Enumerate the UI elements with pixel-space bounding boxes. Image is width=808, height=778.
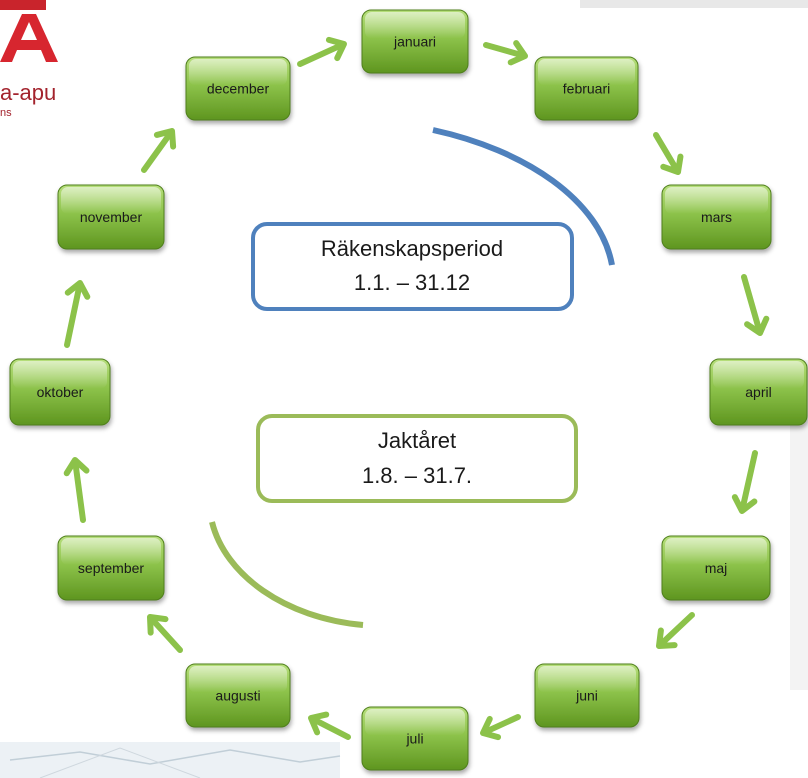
arrow-head xyxy=(147,614,169,636)
hunting-year-box: Jaktåret 1.8. – 31.7. xyxy=(256,414,578,503)
month-box-gloss xyxy=(189,59,287,86)
arrow-head xyxy=(480,715,502,741)
organization-logo: a-apu ns xyxy=(0,0,58,119)
month-box-gloss xyxy=(365,709,465,736)
month-label-december: december xyxy=(207,81,270,97)
arrow-head xyxy=(153,128,177,150)
arrow-shaft xyxy=(72,458,86,523)
arrow-head xyxy=(64,280,91,300)
arrow-shaft xyxy=(297,41,346,67)
arrow-shaft xyxy=(653,132,680,174)
month-box-gloss xyxy=(61,538,161,565)
arrow-shaft xyxy=(741,274,763,335)
month-label-juni: juni xyxy=(575,688,598,704)
month-box-gloss xyxy=(13,361,107,389)
hunting-year-arc xyxy=(209,521,364,628)
month-box-januari: januari xyxy=(361,9,469,74)
arrow-maj-to-juni xyxy=(656,612,695,649)
month-box-gloss xyxy=(365,12,465,39)
month-box-gloss xyxy=(665,538,767,565)
arrow-november-to-december xyxy=(141,128,177,173)
month-box-gloss xyxy=(713,361,804,389)
month-label-januari: januari xyxy=(393,34,436,50)
fiscal-period-dates: 1.1. – 31.12 xyxy=(354,270,470,295)
fiscal-period-title: Räkenskapsperiod xyxy=(321,236,503,261)
arrow-shaft xyxy=(148,615,183,653)
arrow-februari-to-mars xyxy=(653,132,684,175)
month-label-juli: juli xyxy=(405,731,423,747)
arrow-september-to-oktober xyxy=(63,457,90,523)
logo-subtext: ns xyxy=(0,107,12,119)
month-box-juli: juli xyxy=(361,706,469,771)
month-box-november: november xyxy=(57,184,165,250)
arrow-shaft xyxy=(483,42,527,59)
bottom-left-map-image xyxy=(0,742,341,778)
month-box-gloss xyxy=(665,187,768,214)
arrow-head xyxy=(507,40,528,66)
arrow-mars-to-april xyxy=(741,274,770,336)
logo-letter-mark xyxy=(0,14,58,62)
month-label-september: september xyxy=(78,560,144,576)
arrow-head xyxy=(744,315,770,336)
hunting-year-title: Jaktåret xyxy=(378,428,456,453)
arrow-head xyxy=(656,627,678,649)
hunting-year-dates: 1.8. – 31.7. xyxy=(362,463,472,488)
month-box-maj: maj xyxy=(661,535,771,601)
arrow-head xyxy=(660,153,684,175)
month-box-gloss xyxy=(189,666,287,693)
month-box-september: september xyxy=(57,535,165,601)
top-right-decoration xyxy=(580,0,808,8)
arrow-april-to-maj xyxy=(731,450,758,514)
month-label-november: november xyxy=(80,209,143,225)
arrow-shaft xyxy=(739,450,758,513)
month-label-februari: februari xyxy=(563,81,610,97)
arrow-shaft xyxy=(481,714,521,736)
month-box-gloss xyxy=(61,187,161,214)
arrow-head xyxy=(308,711,330,736)
arrow-head xyxy=(63,457,90,477)
month-box-december: december xyxy=(185,56,291,121)
arrow-januari-to-februari xyxy=(483,40,528,66)
logo-text: a-apu xyxy=(0,80,56,105)
arrow-juni-to-juli xyxy=(480,714,521,741)
logo-top-bar xyxy=(0,0,46,10)
month-box-juni: juni xyxy=(534,663,640,728)
month-box-april: april xyxy=(709,358,808,426)
month-box-augusti: augusti xyxy=(185,663,291,728)
arrow-shaft xyxy=(64,281,83,348)
month-box-mars: mars xyxy=(661,184,772,250)
month-label-augusti: augusti xyxy=(215,688,260,704)
month-box-gloss xyxy=(538,666,636,693)
arrow-shaft xyxy=(657,612,695,648)
month-label-oktober: oktober xyxy=(37,384,84,400)
arrow-december-to-januari xyxy=(297,36,347,67)
arrow-shaft xyxy=(309,715,351,740)
arrow-shaft xyxy=(141,129,174,173)
month-label-mars: mars xyxy=(701,209,732,225)
arrows-group xyxy=(63,36,770,741)
month-box-gloss xyxy=(538,59,635,86)
month-label-maj: maj xyxy=(705,560,728,576)
right-edge-decoration xyxy=(790,360,808,690)
fiscal-period-arc xyxy=(432,127,615,266)
arrow-head xyxy=(325,36,347,62)
month-boxes-group: januari februari mars april maj juni juli augus… xyxy=(9,9,808,771)
month-box-februari: februari xyxy=(534,56,639,121)
month-box-oktober: oktober xyxy=(9,358,111,426)
arrow-oktober-to-november xyxy=(64,280,91,348)
arrow-juli-to-augusti xyxy=(308,711,351,740)
arrow-augusti-to-september xyxy=(147,614,183,653)
arrow-head xyxy=(731,494,758,514)
fiscal-period-box: Räkenskapsperiod 1.1. – 31.12 xyxy=(251,222,574,311)
month-label-april: april xyxy=(745,384,771,400)
